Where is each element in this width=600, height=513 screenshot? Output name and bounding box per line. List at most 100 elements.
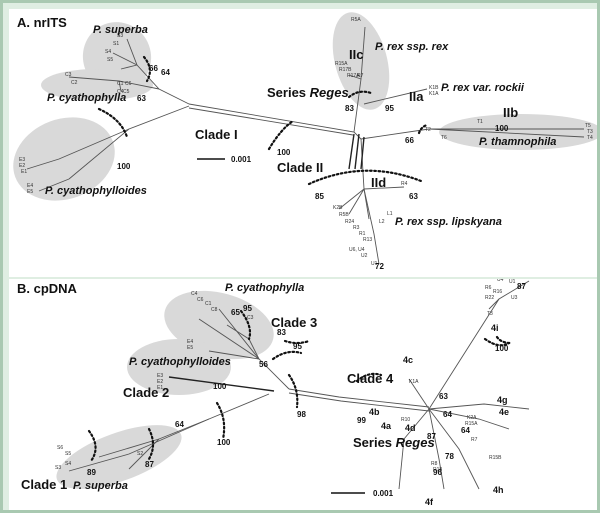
svg-text:R16: R16 bbox=[493, 289, 502, 295]
svg-text:R15A: R15A bbox=[335, 61, 348, 67]
boot-a-6: 83 bbox=[345, 104, 354, 113]
svg-text:C5: C5 bbox=[123, 89, 130, 95]
clade-IIc-label: IIc bbox=[349, 47, 363, 62]
series-reges-label-a: Series Reges bbox=[267, 85, 349, 100]
svg-text:C2: C2 bbox=[71, 80, 78, 86]
svg-text:R5A: R5A bbox=[351, 17, 361, 23]
clade-I-label: Clade I bbox=[195, 127, 238, 142]
svg-text:E1: E1 bbox=[21, 169, 27, 175]
boot-b-19: 96 bbox=[433, 468, 442, 477]
species-cyathophylloides-b: P. cyathophylloides bbox=[129, 356, 231, 368]
svg-text:T6: T6 bbox=[441, 135, 447, 141]
boot-b-11: 89 bbox=[87, 468, 96, 477]
svg-text:T1: T1 bbox=[477, 119, 483, 125]
blob-thamnophila bbox=[439, 114, 597, 150]
boot-a-3: 63 bbox=[137, 94, 146, 103]
blob-cyathophylloides-b bbox=[127, 339, 231, 395]
boot-b-10: 87 bbox=[145, 460, 154, 469]
boot-b-4: 95 bbox=[293, 342, 302, 351]
species-cyathophylla-b: P. cyathophylla bbox=[225, 282, 304, 294]
svg-text:C3: C3 bbox=[247, 315, 254, 321]
svg-text:E2: E2 bbox=[157, 379, 163, 385]
svg-text:C4: C4 bbox=[117, 89, 124, 95]
svg-text:S6: S6 bbox=[57, 445, 63, 451]
cpdna-scale-label: 0.001 bbox=[373, 489, 394, 498]
svg-text:C8: C8 bbox=[211, 307, 218, 313]
boot-b-14: 100 bbox=[495, 344, 509, 353]
boot-a-5: 100 bbox=[277, 148, 291, 157]
clade-4i-label: 4i bbox=[491, 323, 499, 333]
clade-4h-label: 4h bbox=[493, 485, 504, 495]
panel-b-title: B. cpDNA bbox=[17, 281, 78, 296]
species-rex: P. rex ssp. rex bbox=[375, 41, 449, 53]
clade-IIb-label: IIb bbox=[503, 105, 518, 120]
clade-II-label: Clade II bbox=[277, 160, 323, 175]
svg-text:R17B: R17B bbox=[339, 67, 352, 73]
svg-text:E5: E5 bbox=[27, 189, 33, 195]
svg-text:C1: C1 bbox=[117, 81, 124, 87]
svg-text:K1B: K1B bbox=[429, 85, 439, 91]
clade-4a-label: 4a bbox=[381, 421, 392, 431]
cpdna-bootstrap: 95 65 83 95 100 56 98 100 64 87 89 99 87… bbox=[87, 282, 526, 477]
boot-b-16: 63 bbox=[439, 392, 448, 401]
boot-b-6: 56 bbox=[259, 360, 268, 369]
clade-IId-label: IId bbox=[371, 175, 386, 190]
clade-3-label: Clade 3 bbox=[271, 315, 317, 330]
svg-text:R15A: R15A bbox=[465, 421, 478, 427]
svg-text:E4: E4 bbox=[187, 339, 193, 345]
panel-a-title: A. nrITS bbox=[17, 15, 67, 30]
svg-text:R4: R4 bbox=[401, 181, 408, 187]
svg-text:K1A: K1A bbox=[429, 91, 439, 97]
blob-cyathophylloides bbox=[13, 117, 115, 201]
svg-text:T2: T2 bbox=[425, 127, 431, 133]
boot-a-8: 100 bbox=[495, 124, 509, 133]
svg-text:U3: U3 bbox=[511, 295, 518, 301]
boot-a-11: 63 bbox=[409, 192, 418, 201]
clade-4b-label: 4b bbox=[369, 407, 380, 417]
svg-text:R6: R6 bbox=[485, 285, 492, 291]
boot-a-2: 64 bbox=[161, 68, 170, 77]
nrits-dotted-boundaries bbox=[97, 55, 429, 186]
boot-b-7: 98 bbox=[297, 410, 306, 419]
svg-text:L2: L2 bbox=[379, 219, 385, 225]
nrits-scale-label: 0.001 bbox=[231, 155, 252, 164]
svg-text:S5: S5 bbox=[65, 451, 71, 457]
species-superba-b: P. superba bbox=[73, 480, 128, 492]
svg-text:K2A: K2A bbox=[467, 415, 477, 421]
boot-b-2: 65 bbox=[231, 308, 240, 317]
clade-4f-label: 4f bbox=[425, 497, 434, 507]
svg-text:E4: E4 bbox=[27, 183, 33, 189]
svg-text:R24: R24 bbox=[345, 219, 354, 225]
svg-text:S1: S1 bbox=[113, 41, 119, 47]
nrits-bootstrap: 66 64 63 100 100 83 95 100 66 85 63 72 bbox=[117, 64, 509, 271]
boot-a-12: 72 bbox=[375, 262, 384, 271]
boot-b-13: 87 bbox=[517, 282, 526, 291]
svg-text:S3: S3 bbox=[117, 33, 123, 39]
boot-b-20: 78 bbox=[445, 452, 454, 461]
clade-2-label: Clade 2 bbox=[123, 385, 169, 400]
svg-text:R18: R18 bbox=[433, 467, 442, 473]
clade-4g-label: 4g bbox=[497, 395, 508, 405]
species-lipskyana: P. rex ssp. lipskyana bbox=[395, 216, 502, 228]
boot-a-4: 100 bbox=[117, 162, 131, 171]
svg-text:K1A: K1A bbox=[409, 379, 419, 385]
clade-4-label: Clade 4 bbox=[347, 371, 394, 386]
svg-text:T4: T4 bbox=[587, 135, 593, 141]
svg-text:S3: S3 bbox=[55, 465, 61, 471]
boot-a-7: 95 bbox=[385, 104, 394, 113]
svg-text:T5: T5 bbox=[585, 123, 591, 129]
svg-text:R22: R22 bbox=[485, 295, 494, 301]
svg-text:C4: C4 bbox=[191, 291, 198, 297]
cpdna-dotted-boundaries bbox=[87, 309, 513, 463]
svg-text:R1: R1 bbox=[359, 231, 366, 237]
svg-text:U1: U1 bbox=[371, 261, 378, 267]
boot-b-9: 64 bbox=[175, 420, 184, 429]
svg-text:E3: E3 bbox=[19, 157, 25, 163]
boot-a-1: 66 bbox=[149, 64, 158, 73]
blob-rex bbox=[332, 12, 390, 110]
